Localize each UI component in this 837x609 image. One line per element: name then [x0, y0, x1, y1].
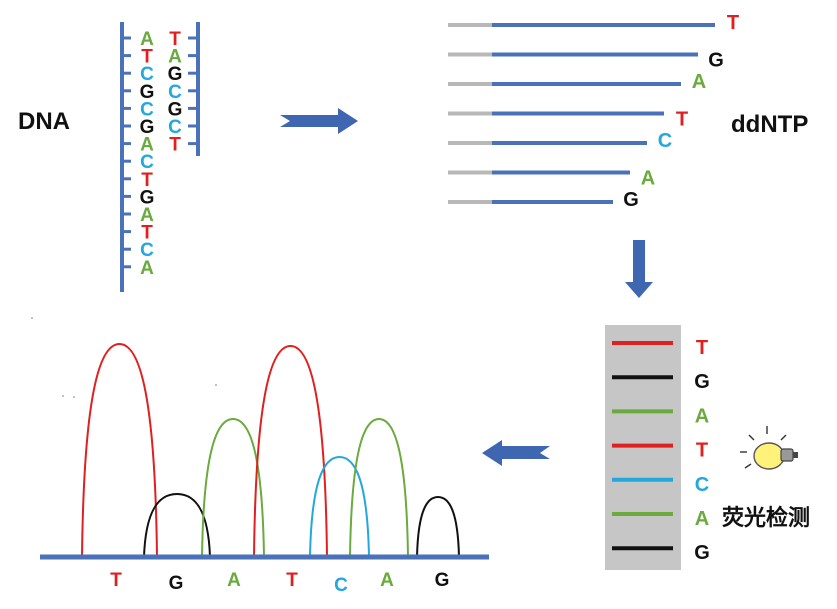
- chromatogram-peak: [253, 344, 328, 558]
- terminal-base: C: [658, 130, 672, 152]
- chromatogram-peak: [349, 417, 409, 558]
- left-arrow-icon: [482, 440, 550, 466]
- template-base: A: [140, 205, 154, 226]
- chromatogram-base-label: G: [169, 573, 184, 594]
- template-base: A: [140, 258, 154, 279]
- complement-base: T: [169, 135, 181, 156]
- ddntp-label: ddNTP: [731, 111, 808, 138]
- chromatogram-peak: [81, 342, 158, 558]
- template-base: C: [140, 64, 154, 85]
- fragment-row: G: [448, 50, 724, 72]
- gel-band-label: G: [694, 542, 710, 564]
- gel-band-label: T: [696, 337, 708, 359]
- template-base: T: [141, 223, 153, 244]
- lightbulb-icon: [740, 426, 798, 470]
- complement-base: C: [168, 117, 182, 138]
- gel-band-label: T: [696, 440, 708, 462]
- complement-base: G: [168, 64, 183, 85]
- chromatogram-base-label: A: [380, 570, 394, 591]
- complement-base: C: [168, 82, 182, 103]
- chromatogram-base-label: A: [227, 570, 241, 591]
- template-base: T: [141, 170, 153, 191]
- terminal-base: G: [623, 189, 639, 211]
- chromatogram-peak: [416, 495, 460, 558]
- chromatogram-base-label: G: [435, 570, 450, 591]
- template-base: C: [140, 99, 154, 120]
- terminal-base: T: [727, 12, 739, 34]
- terminal-base: A: [641, 168, 655, 190]
- gel-band-label: C: [695, 474, 709, 496]
- chromatogram-peak: [309, 455, 370, 558]
- complement-base: G: [168, 99, 183, 120]
- dna-label: DNA: [18, 108, 70, 135]
- fluorescence-detection-label: 荧光检测: [722, 505, 810, 530]
- template-base: G: [140, 82, 155, 103]
- chromatogram-base-label: T: [286, 570, 298, 591]
- terminal-base: A: [692, 71, 706, 93]
- template-base: T: [141, 47, 153, 68]
- gel-band-label: A: [695, 405, 709, 427]
- chromatogram-base-label: C: [334, 575, 348, 596]
- fragment-row: A: [448, 71, 706, 93]
- fragment-row: C: [448, 130, 672, 152]
- template-base: A: [140, 135, 154, 156]
- gel-band-label: A: [695, 508, 709, 530]
- complement-base: T: [169, 29, 181, 50]
- chromatogram-peak: [143, 492, 211, 558]
- gel-band-label: G: [694, 371, 710, 393]
- template-base: G: [140, 187, 155, 208]
- template-base: G: [140, 117, 155, 138]
- terminal-base: G: [708, 50, 724, 72]
- right-arrow-icon: [280, 108, 358, 134]
- fragment-row: A: [448, 168, 655, 190]
- template-base: A: [140, 29, 154, 50]
- chromatogram-peak: [201, 417, 265, 558]
- speck-dots: [31, 317, 217, 398]
- fragment-row: T: [448, 109, 688, 131]
- chromatogram-base-label: T: [110, 570, 122, 591]
- template-base: C: [140, 240, 154, 261]
- fragment-row: T: [448, 12, 739, 34]
- fragment-row: G: [448, 189, 639, 211]
- terminal-base: T: [676, 109, 688, 131]
- down-arrow-icon: [625, 240, 653, 298]
- template-base: C: [140, 152, 154, 173]
- complement-base: A: [168, 47, 182, 68]
